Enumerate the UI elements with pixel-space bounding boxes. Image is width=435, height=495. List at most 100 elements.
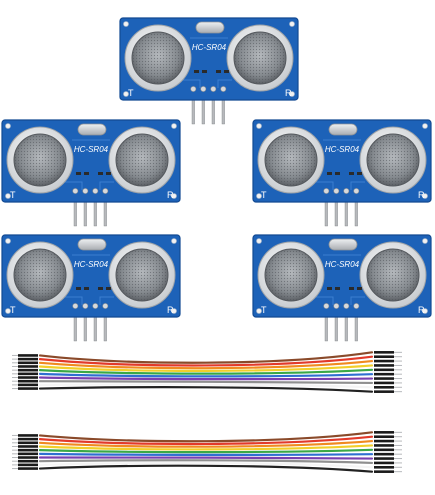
jumper-wire (38, 439, 374, 448)
connector-pin (394, 462, 402, 464)
pin-pad (72, 303, 79, 309)
connector-pin (394, 369, 402, 371)
jumper-wire (38, 435, 374, 446)
pcb-trace (64, 139, 114, 190)
mounting-hole (422, 308, 428, 314)
jumper-wire (38, 459, 374, 465)
dupont-connector (374, 372, 394, 376)
crystal-oscillator (328, 123, 358, 136)
ultrasonic-transducer (124, 24, 192, 92)
mounting-hole (256, 308, 262, 314)
dupont-connector (18, 376, 38, 379)
receiver-label: R (418, 190, 425, 200)
smd-component (327, 287, 332, 290)
dupont-connector (374, 439, 394, 443)
smd-component (349, 287, 354, 290)
pin-pad (92, 303, 99, 309)
transmitter-label: T (261, 190, 267, 200)
transmitter-label: T (261, 305, 267, 315)
ultrasonic-transducer (359, 241, 427, 309)
dupont-connector (18, 357, 38, 361)
connector-pin (12, 358, 18, 360)
pin-pad (323, 188, 330, 194)
dupont-connector (374, 444, 394, 447)
dupont-connector (18, 368, 38, 372)
pin-pad (353, 188, 360, 194)
connector-pin (394, 391, 402, 393)
dupont-connector (18, 387, 38, 390)
smd-component (357, 172, 362, 175)
dupont-connector (18, 459, 38, 463)
connector-pin (394, 356, 402, 358)
dupont-connector (374, 470, 394, 473)
mounting-hole (171, 308, 177, 314)
dupont-connector (374, 385, 394, 389)
dupont-connector (18, 445, 38, 448)
pin-pad (102, 303, 109, 309)
transmitter-label: T (10, 190, 16, 200)
mounting-hole (289, 91, 295, 97)
mounting-hole (171, 238, 177, 244)
dupont-connector (374, 452, 394, 456)
receiver-label: R (167, 305, 174, 315)
connector-pin (394, 378, 402, 380)
pin-pad (82, 303, 89, 309)
crystal-oscillator (77, 238, 107, 251)
pin-pad (343, 188, 350, 194)
dupont-connector (374, 390, 394, 393)
smd-component (98, 172, 103, 175)
dupont-connector (374, 448, 394, 452)
pin-pad (333, 303, 340, 309)
smd-component (202, 70, 207, 73)
connector-pin (394, 386, 402, 388)
smd-component (106, 172, 111, 175)
jumper-wire (38, 383, 374, 389)
smd-component (76, 172, 81, 175)
connector-pin (12, 460, 18, 462)
dupont-connector (18, 434, 38, 437)
dupont-connector (374, 364, 394, 367)
pin-pad (200, 86, 207, 92)
mounting-hole (422, 123, 428, 129)
smd-component (84, 287, 89, 290)
pin-pad (323, 303, 330, 309)
connector-pin (394, 444, 402, 446)
ultrasonic-transducer (6, 126, 74, 194)
mounting-hole (422, 238, 428, 244)
connector-pin (12, 449, 18, 451)
dupont-connector (374, 355, 394, 359)
jumper-wire (38, 355, 374, 367)
smd-component (98, 287, 103, 290)
dupont-connector (18, 379, 38, 383)
jumper-wire (38, 448, 374, 454)
pin-pad (190, 86, 197, 92)
connector-pin (12, 365, 18, 367)
mounting-hole (256, 123, 262, 129)
dupont-connector (374, 377, 394, 380)
smd-component (357, 287, 362, 290)
pin-pad (353, 303, 360, 309)
dupont-connector (18, 354, 38, 357)
connector-pin (12, 445, 18, 447)
connector-pin (394, 373, 402, 375)
pin-pad (210, 86, 217, 92)
smd-component (349, 172, 354, 175)
connector-pin (12, 354, 18, 356)
smd-component (84, 172, 89, 175)
jumper-wire (38, 456, 374, 460)
connector-pin (12, 388, 18, 390)
dupont-connector (18, 437, 38, 441)
connector-pin (12, 384, 18, 386)
pin-pad (82, 188, 89, 194)
jumper-wire (38, 359, 374, 370)
jumper-wire (38, 368, 374, 375)
model-label: HC-SR04 (325, 260, 360, 269)
jumper-wire (38, 372, 374, 378)
crystal-oscillator (328, 238, 358, 251)
connector-pin (394, 360, 402, 362)
jumper-wire (38, 452, 374, 456)
receiver-label: R (285, 88, 292, 98)
mounting-hole (289, 21, 295, 27)
